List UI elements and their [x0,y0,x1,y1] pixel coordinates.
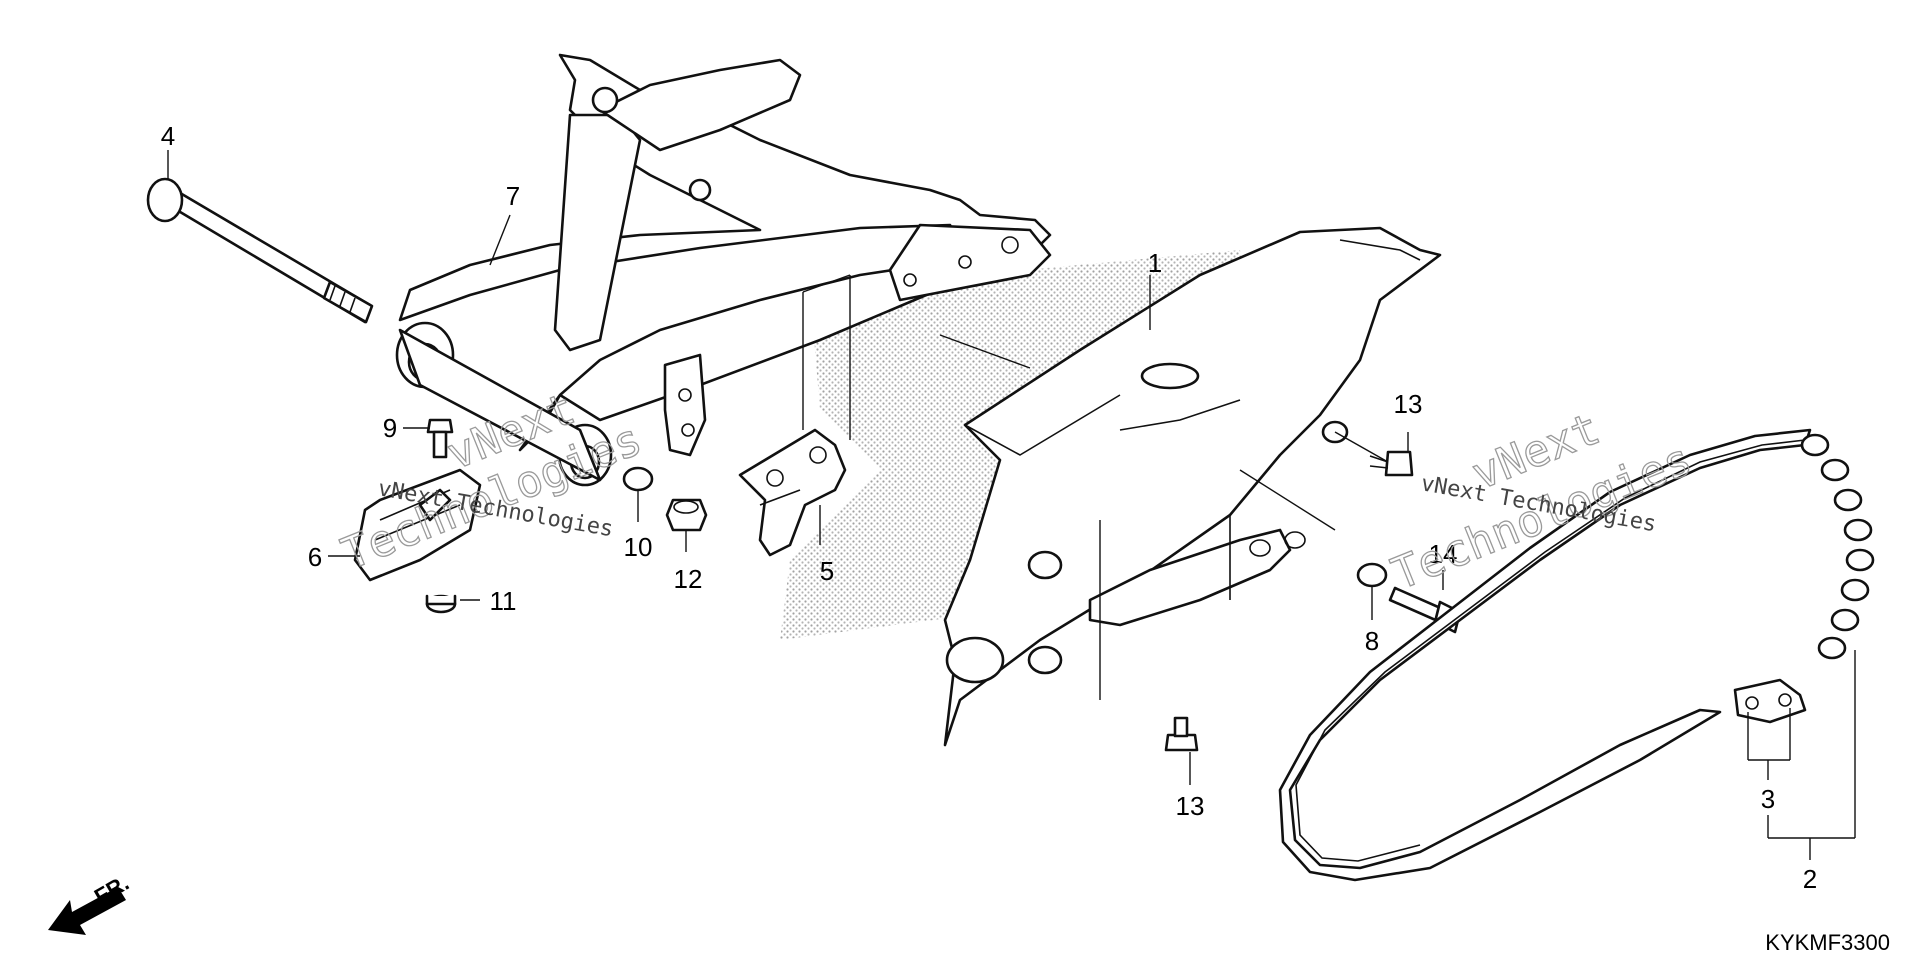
callout-14: 14 [1429,539,1458,569]
callout-13-upper: 13 [1394,389,1423,419]
callout-4: 4 [161,121,175,151]
washer-8 [1356,562,1388,588]
callout-6: 6 [308,542,322,572]
callout-12: 12 [674,564,703,594]
chain-slider [353,468,482,582]
callout-2: 2 [1803,864,1817,894]
pivot-bolt [146,177,374,324]
nut-12 [665,498,708,532]
callout-10: 10 [624,532,653,562]
callout-13-lower: 13 [1176,791,1205,821]
watermark-right: vNext Technologies vNext Technologies [1384,403,1699,601]
bolt-9 [426,418,454,459]
chain-guide [738,428,847,557]
master-link [1733,678,1807,724]
leader-lines [167,150,1856,860]
chain-links [1800,433,1875,660]
drive-chain [1278,428,1875,882]
callout-1: 1 [1148,248,1162,278]
bolt-13-lower [1164,716,1199,752]
swingarm [395,53,1052,487]
diagram-code: KYKMF3300 [1765,930,1890,955]
callout-11: 11 [490,586,517,616]
callout-8: 8 [1365,626,1379,656]
callout-9: 9 [383,413,397,443]
nut-11 [425,594,457,614]
chain-case [943,226,1442,747]
callout-7: 7 [506,181,520,211]
callout-3: 3 [1761,784,1775,814]
front-arrow-icon [48,887,126,935]
washer-10 [622,466,654,492]
front-indicator: FR. [48,870,133,935]
callout-5: 5 [820,556,834,586]
